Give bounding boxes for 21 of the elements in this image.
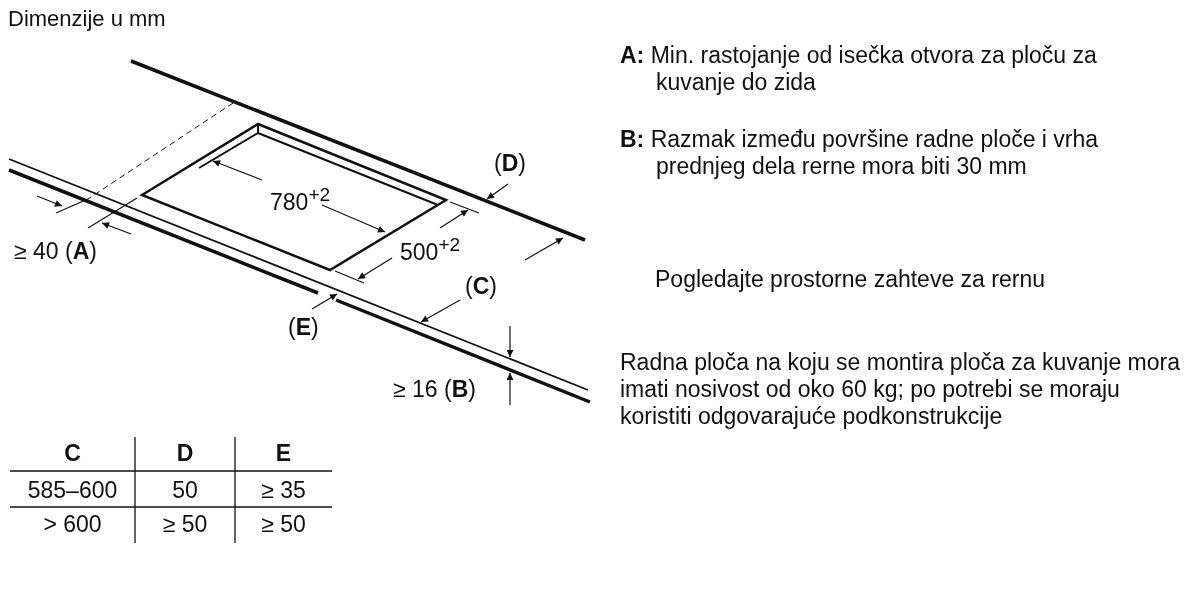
table-cell-text: ≥ 50 bbox=[161, 510, 209, 538]
note-text: A: Min. rastojanje od isečka otvora za ploču za kuvanje do zida bbox=[620, 42, 1098, 96]
dimension-label: 500$^{+2}$ bbox=[400, 233, 461, 265]
table-cell-text: 585–600 bbox=[26, 476, 119, 504]
table-cell-text: 50 bbox=[171, 476, 199, 504]
table-cell-text: ≥ 35 bbox=[260, 476, 307, 504]
dimension-label: (E) bbox=[288, 314, 319, 340]
dimension-label: 780$^{+2}$ bbox=[270, 183, 331, 215]
dimension-label: ≥ 40 (A) bbox=[14, 238, 97, 264]
table-header: D bbox=[175, 439, 195, 467]
note-text: Pogledajte prostorne zahteve za rernu bbox=[655, 266, 1046, 293]
diagram-title: Dimenzije u mm bbox=[8, 6, 166, 32]
note-text: B: Razmak između površine radne ploče i vrha prednjeg dela rerne mora biti 30 mm bbox=[620, 126, 1100, 180]
note-text: Radna ploča na koju se montira ploča za kuvanje mora imati nosivost od oko 60 kg; po potrebi se moraju koristiti odgovarajuće podkonstrukcije bbox=[620, 349, 1181, 430]
table-cell-text: ≥ 50 bbox=[260, 510, 307, 538]
table-header: E bbox=[274, 439, 293, 467]
dimension-label: (C) bbox=[465, 273, 497, 299]
dimension-label: ≥ 16 (B) bbox=[393, 376, 476, 402]
table-header: C bbox=[63, 439, 82, 467]
dimension-label: (D) bbox=[494, 150, 526, 176]
table-cell-text: > 600 bbox=[42, 510, 103, 538]
